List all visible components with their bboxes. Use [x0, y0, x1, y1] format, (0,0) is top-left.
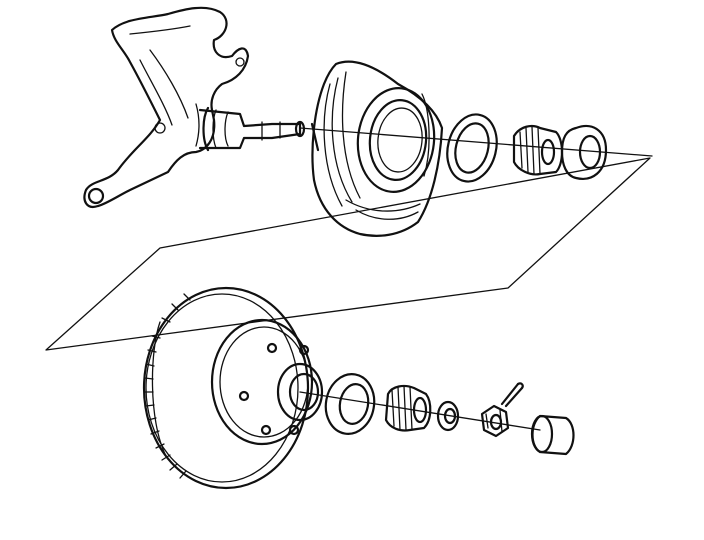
- cotter-pin: [500, 382, 524, 408]
- lower-axis-line: [299, 391, 541, 431]
- outer-roller-bearing: [384, 384, 432, 432]
- brake-rotor-hub: [142, 286, 324, 490]
- inner-roller-bearing: [512, 125, 564, 176]
- upper-assembly-plane: [45, 157, 651, 351]
- inner-grease-seal: [446, 113, 498, 183]
- wheel-studs: [238, 342, 310, 436]
- rotor-vent-ticks: [144, 293, 191, 479]
- upper-axis-line: [299, 127, 653, 157]
- dust-cap: [530, 414, 575, 456]
- steering-knuckle: [83, 6, 306, 208]
- brake-splash-shield: [310, 60, 444, 237]
- inner-bearing-race: [324, 373, 376, 435]
